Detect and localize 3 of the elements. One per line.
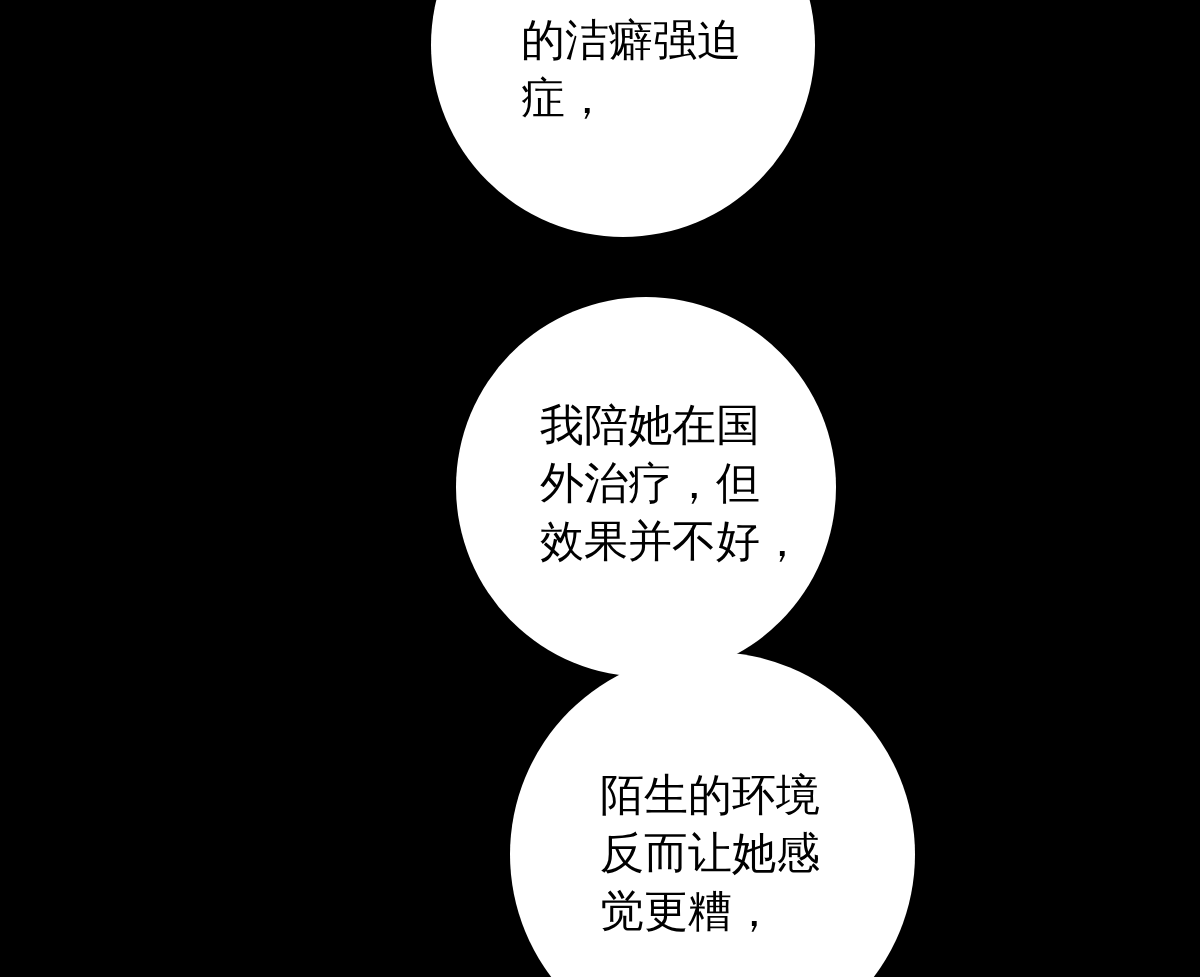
speech-text: 陌生的环境反而让她感觉更糟，: [600, 768, 820, 938]
speech-text: 的洁癖强迫症，: [521, 13, 741, 125]
speech-text: 我陪她在国外治疗，但效果并不好，: [540, 398, 804, 568]
